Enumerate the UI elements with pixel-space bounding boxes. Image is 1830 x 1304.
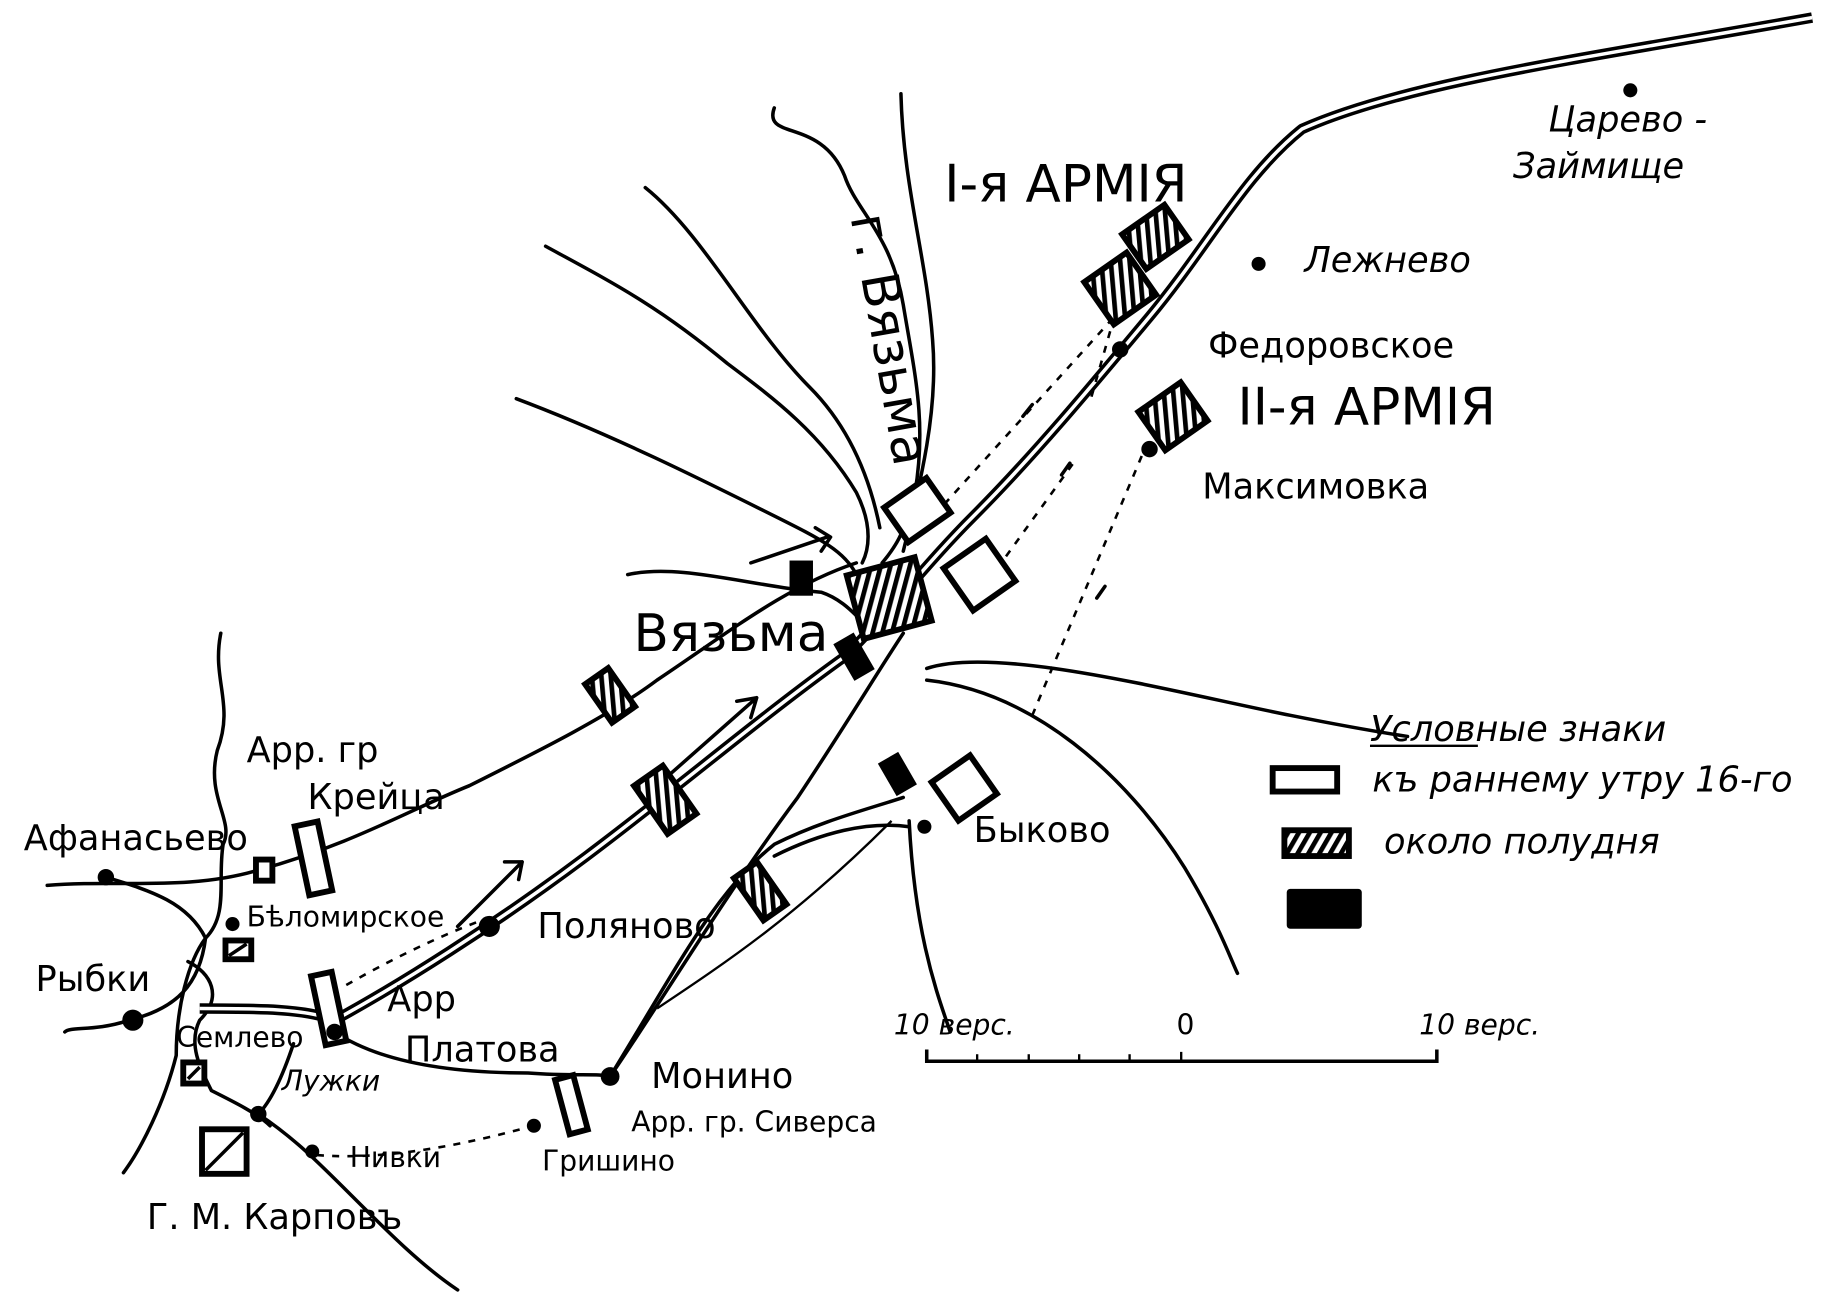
place-luzhki: Лужки bbox=[281, 1065, 380, 1098]
army-2-label: II-я АРМІЯ bbox=[1237, 378, 1495, 438]
place-grishino: Гришино bbox=[542, 1144, 675, 1177]
units-black bbox=[789, 560, 917, 797]
rivers bbox=[121, 92, 1410, 1175]
roads bbox=[45, 12, 1814, 1292]
river-vyazma-label: г. Вязьма bbox=[838, 209, 941, 470]
settlement-dots bbox=[97, 83, 1638, 1159]
place-afanasevo: Афанасьево bbox=[24, 818, 248, 859]
unit-platov-label-1: Арр bbox=[387, 979, 456, 1020]
scale-zero-label: 0 bbox=[1177, 1008, 1195, 1041]
legend-empty-rect bbox=[1269, 765, 1341, 795]
place-polyanovo: Поляново bbox=[537, 906, 715, 947]
unit-platov-label-2: Платова bbox=[405, 1029, 560, 1070]
scale-right-label: 10 верс. bbox=[1419, 1008, 1540, 1041]
place-maksimovka: Максимовка bbox=[1202, 466, 1429, 507]
place-semlevo: Семлево bbox=[176, 1021, 303, 1054]
legend-black-rect bbox=[1286, 888, 1362, 929]
legend-label-noon: около полудня bbox=[1384, 822, 1660, 863]
place-belomirskoe: Бѣломирское bbox=[247, 900, 445, 933]
scale-left-label: 10 верс. bbox=[894, 1008, 1015, 1041]
place-rybki: Рыбки bbox=[36, 959, 151, 1000]
place-tsarevo: Царево - bbox=[1548, 99, 1707, 140]
place-fedorovskoe: Федоровское bbox=[1208, 326, 1454, 367]
place-monino: Монино bbox=[651, 1056, 793, 1097]
army-1-label: I-я АРМІЯ bbox=[944, 155, 1187, 215]
unit-kreitz-label-1: Арр. гр bbox=[247, 730, 379, 771]
legend-hatched-rect bbox=[1281, 827, 1352, 859]
unit-kreitz-label-2: Крейца bbox=[308, 777, 445, 818]
movement-arrows bbox=[316, 315, 1145, 1158]
legend: Условные знаки къ раннему утру 16-го око… bbox=[1269, 709, 1793, 929]
unit-karpov-label: Г. М. Карповъ bbox=[147, 1197, 402, 1238]
legend-title: Условные знаки bbox=[1370, 709, 1666, 750]
scale-bar: 10 верс. 0 10 верс. bbox=[894, 1008, 1540, 1064]
legend-label-morning: къ раннему утру 16-го bbox=[1372, 760, 1792, 801]
units-noon bbox=[581, 200, 1212, 925]
unit-slashes bbox=[186, 942, 248, 1172]
place-lezhnevo: Лежнево bbox=[1302, 240, 1471, 281]
place-bykovo: Быково bbox=[974, 810, 1111, 851]
place-vyazma: Вязьма bbox=[634, 604, 829, 664]
place-zaimishche: Займище bbox=[1513, 146, 1684, 187]
unit-sivers-label: Арр. гр. Сиверса bbox=[631, 1106, 877, 1139]
place-nivki: Нивки bbox=[350, 1141, 441, 1174]
